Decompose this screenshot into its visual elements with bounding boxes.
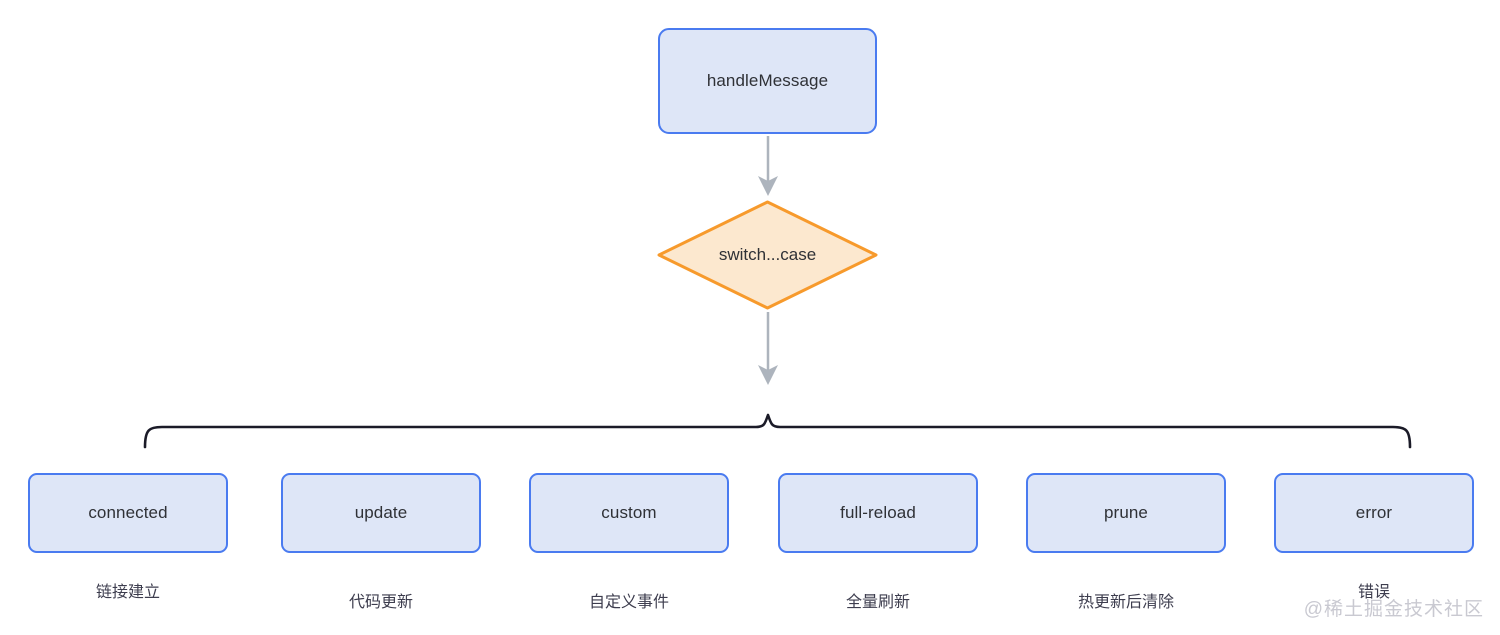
node-prune-label: prune <box>1104 503 1148 522</box>
node-switch-case[interactable]: switch...case <box>657 200 878 310</box>
branch-brace <box>143 413 1412 449</box>
node-handle-message-label: handleMessage <box>706 71 829 90</box>
node-custom-label: custom <box>601 503 657 522</box>
watermark: @稀土掘金技术社区 <box>1303 599 1484 620</box>
note-error: 错误 <box>1357 584 1390 601</box>
node-connected-label: connected <box>88 503 168 522</box>
node-error-label: error <box>1355 503 1393 522</box>
note-custom: 自定义事件 <box>588 594 669 611</box>
note-full-reload: 全量刷新 <box>845 594 910 611</box>
node-full-reload-label: full-reload <box>840 503 916 522</box>
node-update[interactable]: update <box>281 473 481 553</box>
node-update-label: update <box>354 503 408 522</box>
note-connected: 链接建立 <box>95 584 160 601</box>
node-error[interactable]: error <box>1274 473 1474 553</box>
node-switch-case-label: switch...case <box>718 245 817 264</box>
node-custom[interactable]: custom <box>529 473 729 553</box>
node-connected[interactable]: connected <box>28 473 228 553</box>
node-handle-message[interactable]: handleMessage <box>658 28 877 134</box>
node-full-reload[interactable]: full-reload <box>778 473 978 553</box>
diamond-shape <box>657 200 878 310</box>
note-prune: 热更新后清除 <box>1077 594 1174 611</box>
node-prune[interactable]: prune <box>1026 473 1226 553</box>
note-update: 代码更新 <box>348 594 413 611</box>
